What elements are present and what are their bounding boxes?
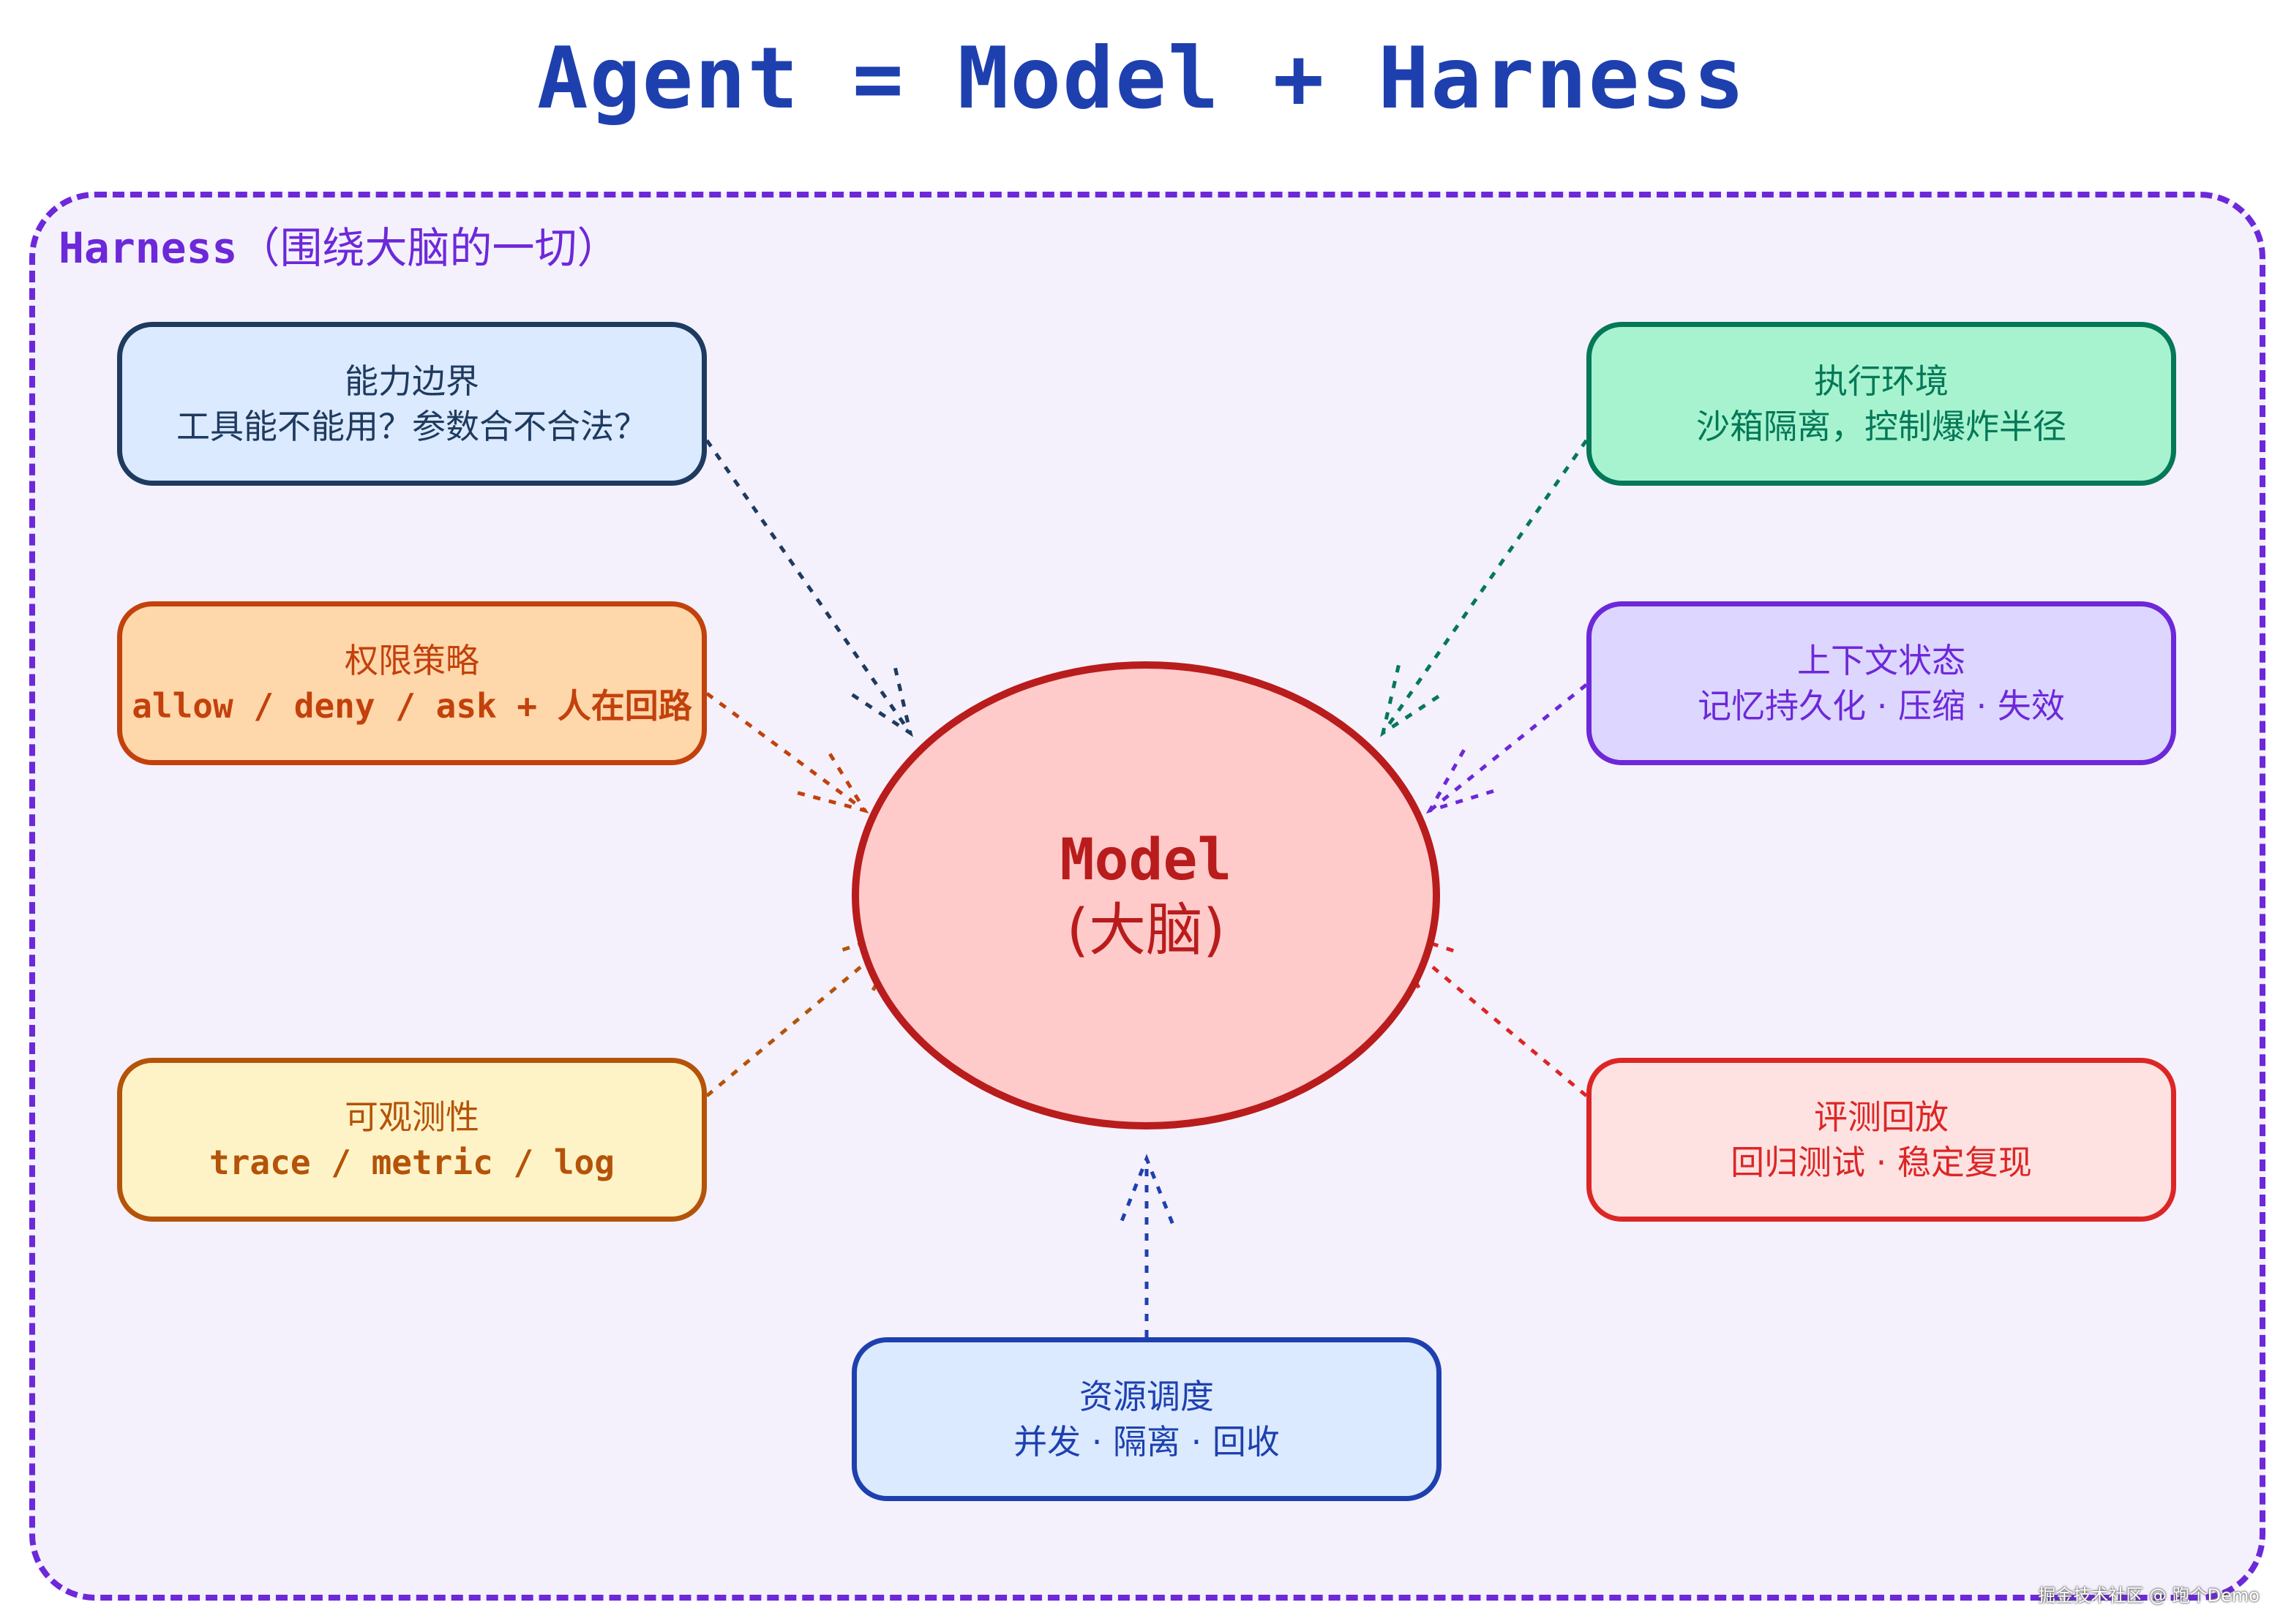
connector-permission xyxy=(705,691,866,813)
connector-execution xyxy=(1381,439,1589,734)
node-execution: 执行环境 沙箱隔离，控制爆炸半径 xyxy=(1586,322,2176,486)
node-observability-desc: trace / metric / log xyxy=(209,1143,615,1182)
node-context-title: 上下文状态 xyxy=(1797,641,1965,680)
diagram-title: Agent = Model + Harness xyxy=(536,29,1747,128)
node-capability-desc: 工具能不能用？参数合不合法？ xyxy=(176,407,648,446)
arrowhead-resource xyxy=(1119,1154,1174,1225)
model-ellipse: Model (大脑) xyxy=(852,661,1440,1129)
node-capability-title: 能力边界 xyxy=(345,361,479,401)
node-execution-desc: 沙箱隔离，控制爆炸半径 xyxy=(1696,407,2066,446)
node-permission-desc: allow / deny / ask + 人在回路 xyxy=(132,686,692,726)
arrowhead-execution xyxy=(1380,664,1442,737)
node-resource: 资源调度 并发 · 隔离 · 回收 xyxy=(852,1337,1442,1501)
watermark: 掘金技术社区 @ 跑个Demo xyxy=(2038,1585,2260,1606)
node-evaluation-title: 评测回放 xyxy=(1814,1097,1949,1137)
node-context: 上下文状态 记忆持久化 · 压缩 · 失效 xyxy=(1586,601,2176,765)
node-permission: 权限策略 allow / deny / ask + 人在回路 xyxy=(117,601,707,765)
node-execution-title: 执行环境 xyxy=(1814,361,1949,401)
arrowhead-capability xyxy=(851,664,913,737)
arrowhead-permission xyxy=(797,750,869,814)
arrowhead-context xyxy=(1425,749,1497,814)
harness-label: Harness（围绕大脑的一切） xyxy=(59,214,619,275)
node-evaluation: 评测回放 回归测试 · 稳定复现 xyxy=(1586,1058,2176,1222)
node-permission-title: 权限策略 xyxy=(345,641,479,680)
model-subtitle: (大脑) xyxy=(1066,898,1226,963)
node-resource-title: 资源调度 xyxy=(1079,1377,1214,1416)
node-observability: 可观测性 trace / metric / log xyxy=(117,1058,707,1222)
node-context-desc: 记忆持久化 · 压缩 · 失效 xyxy=(1698,686,2065,726)
connector-context xyxy=(1428,683,1588,812)
model-title: Model xyxy=(1060,827,1232,893)
connector-capability xyxy=(705,439,912,734)
node-evaluation-desc: 回归测试 · 稳定复现 xyxy=(1731,1143,2032,1182)
node-observability-title: 可观测性 xyxy=(345,1097,479,1137)
harness-label-en: Harness xyxy=(59,223,238,273)
node-resource-desc: 并发 · 隔离 · 回收 xyxy=(1013,1422,1280,1462)
node-capability: 能力边界 工具能不能用？参数合不合法？ xyxy=(117,322,707,486)
harness-label-cn: （围绕大脑的一切） xyxy=(237,223,620,273)
